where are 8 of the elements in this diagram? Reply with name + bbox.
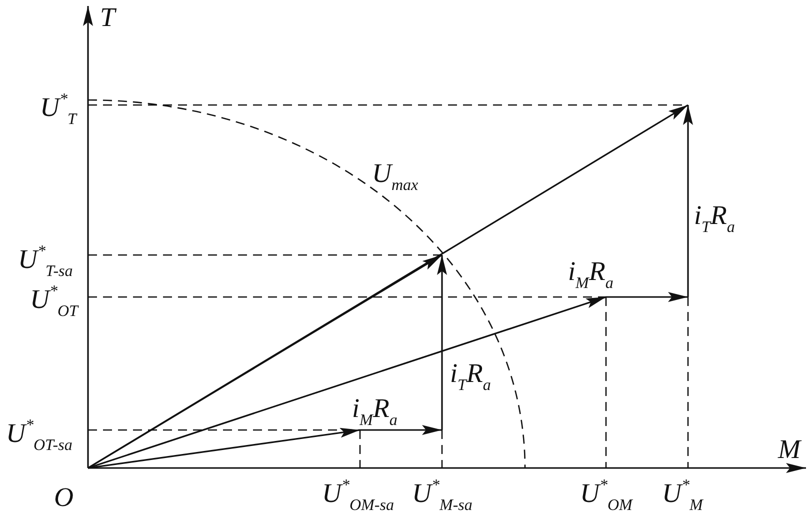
vector-label: i$_{M}$R$_{a}$ bbox=[568, 258, 614, 292]
axis-label: M bbox=[778, 436, 800, 463]
vector-label: i$_{T}$R$_{a}$ bbox=[694, 202, 735, 236]
axis-label: T bbox=[100, 4, 116, 31]
vector-label: i$_{T}$R$_{a}$ bbox=[450, 360, 491, 394]
curve-label: U$_{max}$ bbox=[372, 160, 418, 194]
vector-label: i$_{M}$R$_{a}$ bbox=[352, 395, 398, 429]
axis-label: O bbox=[54, 484, 74, 511]
